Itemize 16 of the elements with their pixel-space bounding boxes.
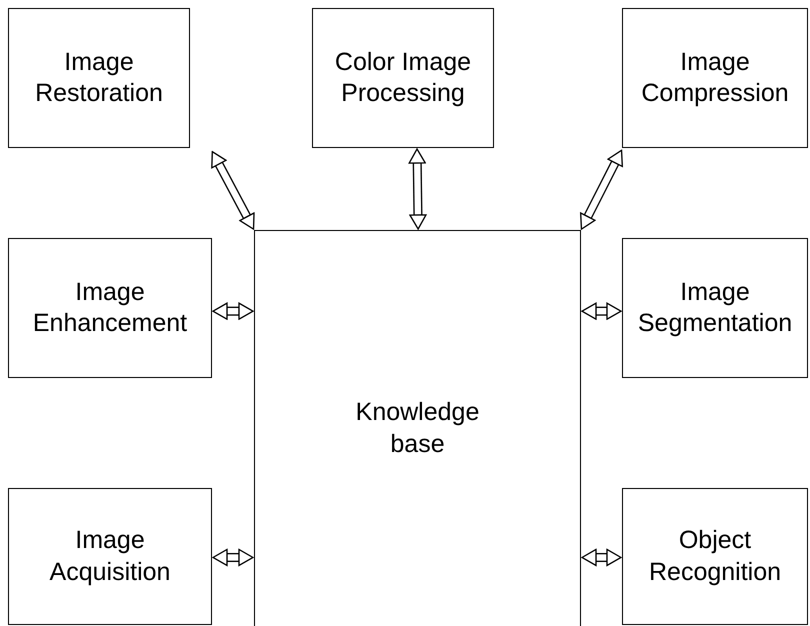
node-label: Object Recognition [648,525,782,588]
node-label: Image Acquisition [48,525,172,588]
node-label: Knowledge base [354,397,480,460]
process-box [312,8,494,148]
node-label: Image Restoration [34,46,164,109]
node-label: Color Image Processing [334,46,472,109]
process-box [622,8,808,148]
node-label: Image Enhancement [32,276,188,339]
node-label: Image Segmentation [636,276,794,339]
process-box [622,238,808,378]
node-label: Image Compression [640,46,790,109]
process-box [8,8,190,148]
process-box [8,488,212,625]
process-box [622,488,808,625]
process-box [8,238,212,378]
knowledge-base-region [254,230,581,626]
